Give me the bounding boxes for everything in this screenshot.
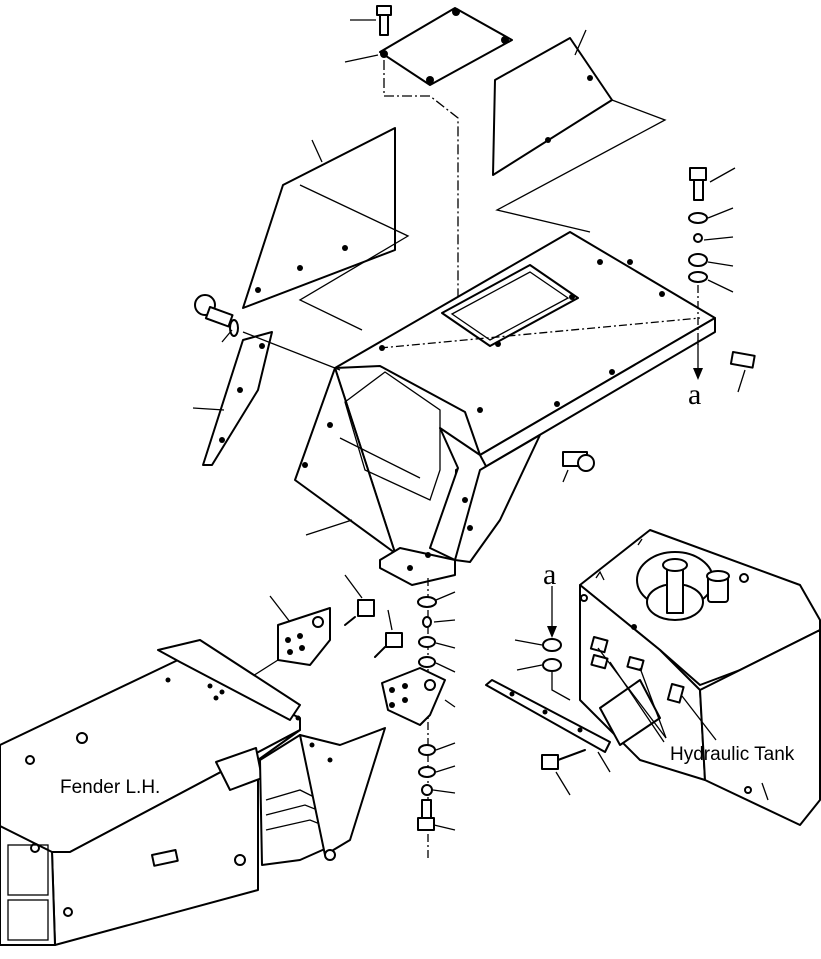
hydraulic-tank <box>579 529 821 826</box>
left-bolt <box>194 294 239 343</box>
right-bolt-stack <box>688 167 736 380</box>
mount-bracket-left <box>214 595 331 701</box>
mount-bolt-right <box>374 609 403 658</box>
left-bracket <box>192 331 341 466</box>
reference-letter-top: a <box>688 378 701 411</box>
tank-washers <box>514 586 571 701</box>
hydraulic-tank-label: Hydraulic Tank <box>670 744 795 765</box>
mount-bolt-left <box>344 574 375 626</box>
reference-letter-bottom: a <box>543 558 556 591</box>
tank-support-bar <box>485 679 611 753</box>
leg-bolt <box>562 451 595 483</box>
tank-bolt <box>541 749 611 796</box>
center-fastener-stack <box>417 578 456 860</box>
tank-leader-lines <box>597 647 717 743</box>
left-side-cover <box>242 127 396 309</box>
right-side-cover <box>492 29 613 176</box>
mount-bracket-right <box>381 667 456 726</box>
top-cover-plate <box>379 7 513 86</box>
main-frame-assembly <box>294 231 716 586</box>
fender-lh <box>0 639 386 946</box>
fender-label: Fender L.H. <box>60 777 160 798</box>
top-bolt <box>344 5 392 63</box>
frame-side-bolt <box>729 351 756 393</box>
